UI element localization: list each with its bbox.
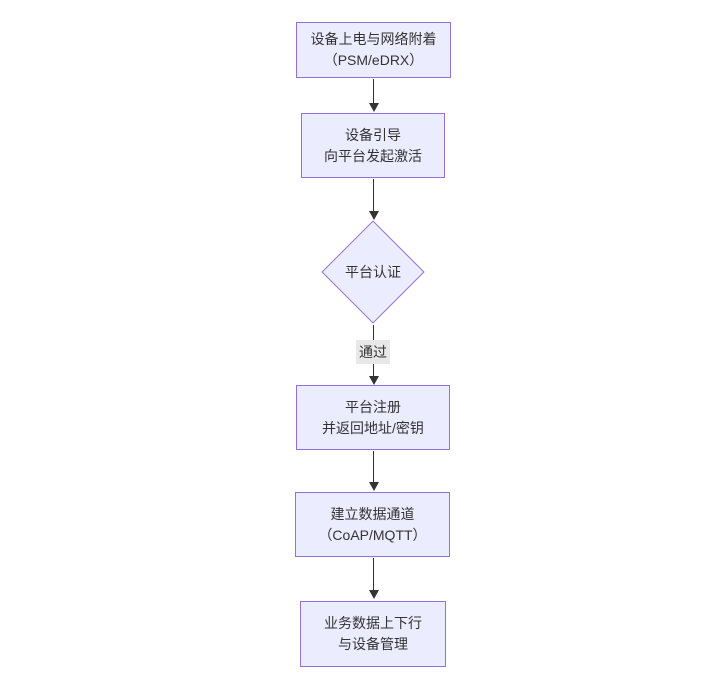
- flow-arrow: [368, 179, 379, 220]
- node-text-line: 平台认证: [345, 264, 401, 280]
- node-text-line: 业务数据上下行: [324, 615, 422, 631]
- node-text-line: 建立数据通道: [330, 505, 415, 522]
- node-text-line: 设备上电与网络附着: [310, 31, 437, 47]
- edge-label-pass: 通过: [356, 340, 390, 364]
- node-device-bootstrap: 设备引导 向平台发起激活: [301, 113, 445, 178]
- decision-platform-auth: 平台认证: [321, 220, 425, 324]
- node-text-line: 设备引导: [345, 126, 401, 143]
- node-text-line: 并返回地址/密钥: [322, 419, 424, 436]
- node-business-data: 业务数据上下行 与设备管理: [300, 601, 446, 667]
- node-text-line: 向平台发起激活: [324, 147, 422, 164]
- arrowhead-icon: [368, 590, 379, 599]
- arrowhead-icon: [368, 103, 379, 112]
- arrowhead-icon: [368, 482, 379, 491]
- node-text-line: 平台注册: [345, 398, 401, 415]
- node-data-channel: 建立数据通道 （CoAP/MQTT）: [295, 492, 450, 557]
- arrowhead-icon: [368, 376, 379, 385]
- flow-arrow: [368, 79, 379, 112]
- flow-arrow: [368, 451, 379, 491]
- node-platform-register: 平台注册 并返回地址/密钥: [296, 385, 450, 450]
- node-text-line: （CoAP/MQTT）: [318, 526, 427, 543]
- arrowhead-icon: [368, 211, 379, 220]
- node-power-network-attach: 设备上电与网络附着 （PSM/eDRX）: [296, 22, 451, 78]
- node-text-line: （PSM/eDRX）: [323, 52, 424, 68]
- node-text-line: 与设备管理: [338, 636, 408, 652]
- flow-arrow: [368, 558, 379, 599]
